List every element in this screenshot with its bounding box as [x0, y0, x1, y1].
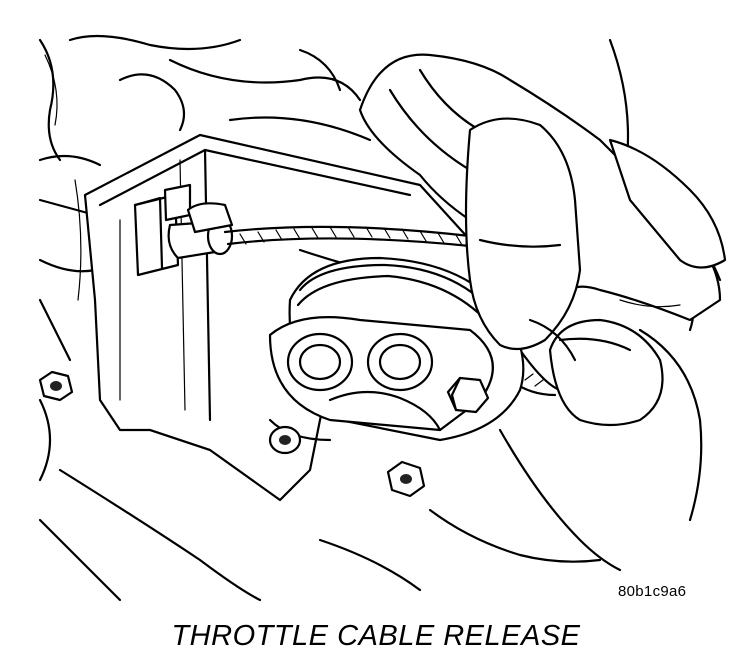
hands: [358, 53, 727, 427]
cable-bracket-block: [133, 183, 192, 277]
bolt-left: [38, 370, 74, 402]
figure-caption: THROTTLE CABLE RELEASE: [171, 620, 581, 652]
cable-end-fittings: [167, 202, 234, 260]
bolt-lower: [386, 460, 426, 498]
mounting-bolts: [38, 370, 490, 498]
cable-stud-nut: [446, 376, 490, 414]
bolt-under-drum: [268, 425, 302, 455]
figure-code: 80b1c9a6: [618, 583, 687, 600]
